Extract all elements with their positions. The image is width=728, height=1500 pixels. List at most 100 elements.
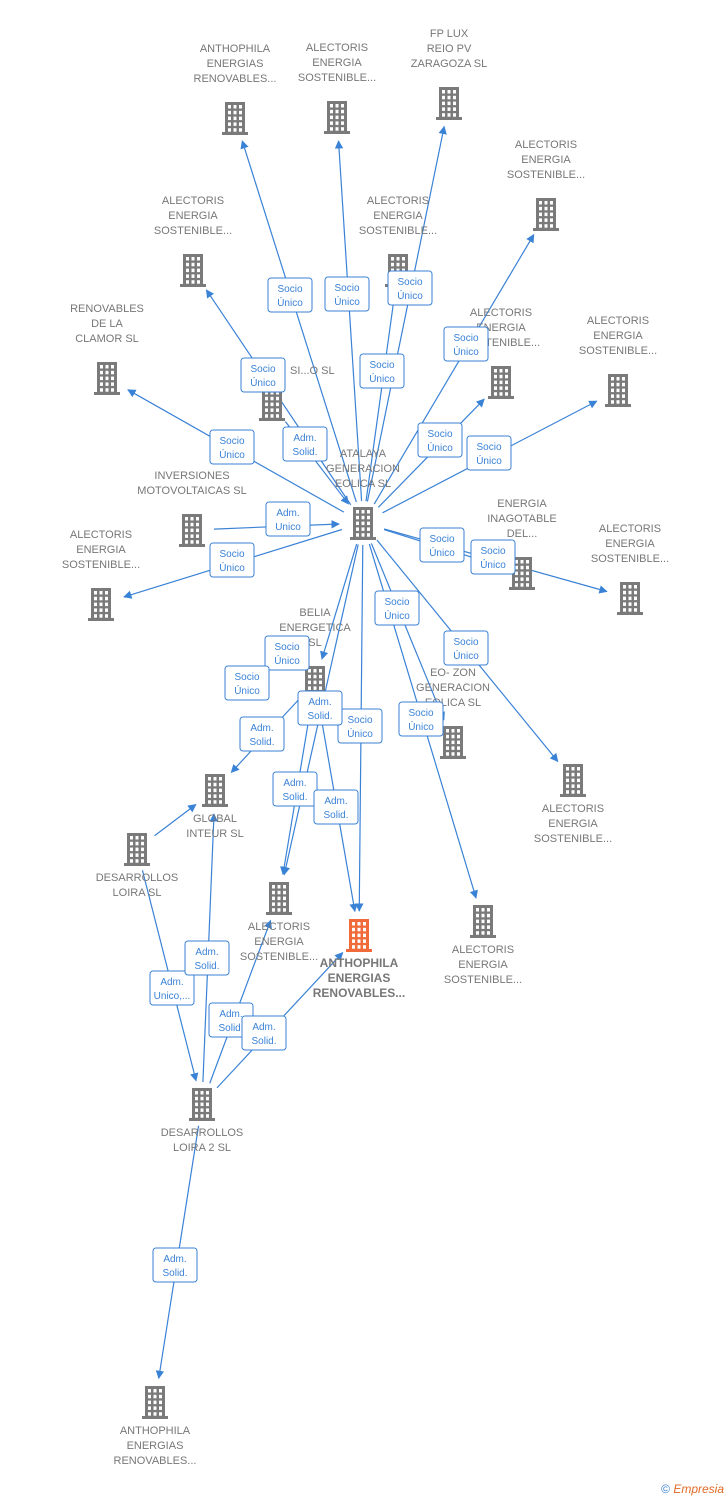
edge-relation-label: Socio xyxy=(453,637,478,648)
company-name-label: DE LA xyxy=(91,318,123,330)
edge-relation-badge[interactable]: Adm.Solid. xyxy=(282,426,328,462)
building-icon xyxy=(259,388,285,421)
edge-relation-badge[interactable]: Adm.Solid. xyxy=(241,1015,287,1051)
company-name-label: ENERGIA xyxy=(312,57,362,69)
company-name-label: LOIRA SL xyxy=(113,887,162,899)
company-node[interactable]: ALECTORISENERGIASOSTENIBLE... xyxy=(534,764,612,845)
company-name-label: GENERACION xyxy=(416,682,490,694)
edge-relation-label: Socio xyxy=(369,360,394,371)
building-icon xyxy=(124,833,150,866)
company-node[interactable]: ANTHOPHILAENERGIASRENOVABLES... xyxy=(313,919,405,1000)
footer-credit[interactable]: © Empresia xyxy=(661,1482,724,1496)
edge-relation-label: Solid. xyxy=(282,792,307,803)
company-name-label: SOSTENIBLE... xyxy=(298,72,376,84)
building-icon xyxy=(179,514,205,547)
edge-relation-label: Único xyxy=(334,295,360,308)
company-name-label: ALECTORIS xyxy=(162,195,224,207)
building-icon xyxy=(605,374,631,407)
company-node[interactable]: SI...O SL xyxy=(259,365,335,421)
company-name-label: ENERGIA xyxy=(548,818,598,830)
edge-relation-label: Solid. xyxy=(194,961,219,972)
edge-relation-badge[interactable]: Adm.Solid. xyxy=(297,690,343,726)
edge-relation-label: Solid. xyxy=(218,1023,243,1034)
edge-relation-label: Único xyxy=(369,372,395,385)
edge-line xyxy=(373,233,535,505)
edge-relation-label: Único xyxy=(476,454,502,467)
edge-relation-label: Adm. xyxy=(293,433,316,444)
edge-relation-label: Socio xyxy=(250,364,275,375)
edge-relation-label: Socio xyxy=(219,549,244,560)
company-name-label: INTEUR SL xyxy=(186,828,243,840)
company-node[interactable]: ANTHOPHILAENERGIASRENOVABLES... xyxy=(194,43,277,135)
company-name-label: MOTOVOLTAICAS SL xyxy=(137,485,246,497)
company-node[interactable]: ALECTORISENERGIASOSTENIBLE... xyxy=(154,195,232,287)
company-node[interactable]: GLOBAL INTEUR SL xyxy=(186,774,244,840)
edge-relation-label: Único xyxy=(397,289,423,302)
edge-line xyxy=(320,543,358,660)
company-node[interactable]: ENERGIAINAGOTABLEDEL... xyxy=(487,498,557,590)
edge-relation-badge[interactable]: Adm.Unico xyxy=(265,501,311,537)
edge-relation-badge[interactable]: Adm.Solid. xyxy=(152,1247,198,1283)
edge-relation-badge[interactable]: Adm.Solid. xyxy=(184,940,230,976)
edge-relation-label: Único xyxy=(453,649,479,662)
company-node[interactable]: ALECTORISENERGIASOSTENIBLE... xyxy=(579,315,657,407)
company-name-label: ANTHOPHILA xyxy=(320,956,399,970)
company-name-label: INVERSIONES xyxy=(154,470,229,482)
edge-relation-badge[interactable]: Adm.Unico,... xyxy=(149,970,195,1006)
company-node[interactable]: ALECTORISENERGIASOSTENIBLE... xyxy=(591,523,669,615)
edge-labels-layer: SocioÚnicoSocioÚnicoSocioÚnicoSocioÚnico… xyxy=(149,270,516,1283)
company-name-label: ENERGIA xyxy=(254,936,304,948)
company-name-label: SOSTENIBLE... xyxy=(444,974,522,986)
company-name-label: ANTHOPHILA xyxy=(120,1425,191,1437)
edge-relation-label: Socio xyxy=(277,284,302,295)
company-name-label: ENERGIA xyxy=(497,498,547,510)
company-name-label: DESARROLLOS xyxy=(161,1127,244,1139)
company-node[interactable]: ALECTORISENERGIASOSTENIBLE... xyxy=(298,42,376,134)
company-node[interactable]: ALECTORISENERGIASOSTENIBLE... xyxy=(240,882,318,963)
company-node[interactable]: ALECTORISENERGIASOSTENIBLE... xyxy=(507,139,585,231)
edge-relation-badge[interactable]: Adm.Solid. xyxy=(239,716,285,752)
edge-relation-label: Socio xyxy=(408,708,433,719)
edge-relation-badge[interactable]: Adm.Solid. xyxy=(313,789,359,825)
edge-relation-label: Adm. xyxy=(250,723,273,734)
company-name-label: ALECTORIS xyxy=(542,803,604,815)
edge-relation-label: Único xyxy=(250,376,276,389)
edge-relation-badge[interactable]: Adm.Solid. xyxy=(272,771,318,807)
company-name-label: GLOBAL xyxy=(193,813,237,825)
company-node[interactable]: ALECTORISENERGIASOSTENIBLE... xyxy=(62,529,140,621)
edge-relation-label: Único xyxy=(274,654,300,667)
company-node[interactable]: ANTHOPHILAENERGIASRENOVABLES... xyxy=(114,1386,197,1467)
company-node[interactable]: ALECTORISENERGIASOSTENIBLE... xyxy=(444,905,522,986)
edge-relation-label: Unico,... xyxy=(154,991,191,1002)
company-name-label: INAGOTABLE xyxy=(487,513,556,525)
company-node[interactable]: INVERSIONES MOTOVOLTAICAS SL xyxy=(137,470,247,547)
company-name-label: ENERGIAS xyxy=(328,971,391,985)
edge-relation-label: Socio xyxy=(384,597,409,608)
building-icon xyxy=(346,919,372,952)
company-name-label: ALECTORIS xyxy=(599,523,661,535)
